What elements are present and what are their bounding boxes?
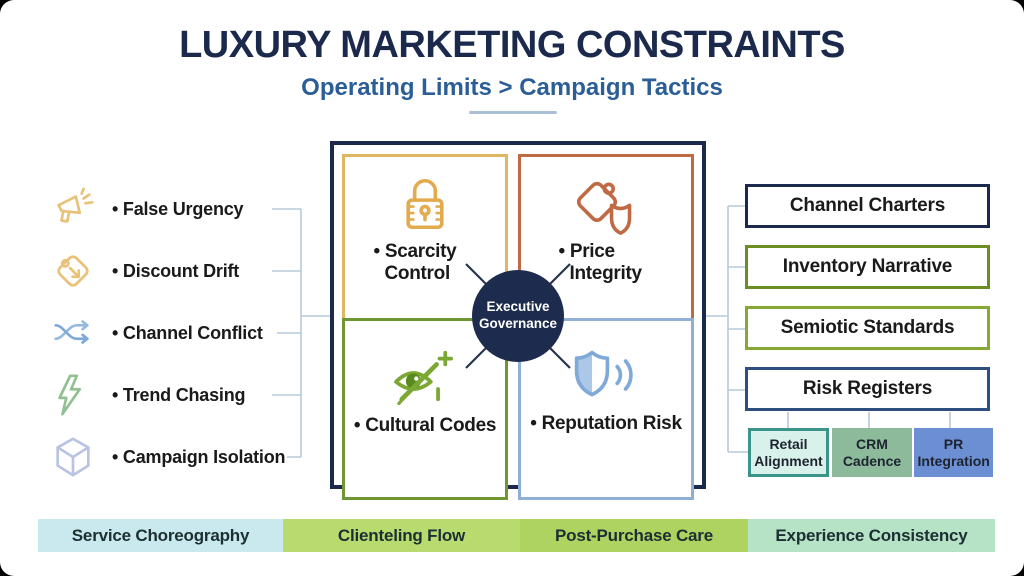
price-tag-icon [50,248,96,294]
sub-box-label: PR Integration [917,436,990,469]
list-item-campaign-isolation: • Campaign Isolation [50,433,286,481]
subtitle-underline [469,111,557,114]
cube-icon [50,434,96,480]
hub-label: Executive Governance [478,299,558,331]
list-item-label: • Campaign Isolation [112,446,286,467]
sub-box-label: CRM Cadence [842,436,902,469]
matrix-cell-label: • Reputation Risk [530,413,682,434]
bottom-segment-label: Post-Purchase Care [555,525,713,545]
list-item-label: • False Urgency [112,198,244,219]
tag-shield-icon [570,173,642,235]
shuffle-icon [50,310,96,356]
sub-box-pr-integration: PR Integration [914,428,993,477]
list-item-channel-conflict: • Channel Conflict [50,309,263,357]
sub-box-label: Retail Alignment [754,436,823,469]
list-item-false-urgency: • False Urgency [50,185,244,233]
right-box-risk-registers: Risk Registers [745,367,990,411]
bottom-segment-service-choreography: Service Choreography [38,519,283,552]
sub-box-retail-alignment: Retail Alignment [748,428,829,477]
bottom-segment-clienteling-flow: Clienteling Flow [283,519,520,552]
matrix-cell-scarcity-control: • Scarcity Control [342,154,508,324]
page-subtitle: Operating Limits > Campaign Tactics [301,74,723,101]
list-item-trend-chasing: • Trend Chasing [50,371,246,419]
right-box-inventory-narrative: Inventory Narrative [745,245,990,289]
right-box-semiotic-standards: Semiotic Standards [745,306,990,350]
governance-matrix: • Scarcity Control • Price Integrity [330,141,706,500]
right-box-label: Semiotic Standards [780,317,955,338]
matrix-cell-reputation-risk: • Reputation Risk [518,318,694,500]
bottom-segment-label: Experience Consistency [775,525,968,545]
megaphone-icon [50,186,96,232]
right-box-label: Channel Charters [789,195,946,216]
eye-pencil-icon [386,347,464,405]
sub-box-crm-cadence: CRM Cadence [832,428,912,477]
right-box-channel-charters: Channel Charters [745,184,990,228]
right-box-label: Risk Registers [802,378,933,399]
list-item-discount-drift: • Discount Drift [50,247,239,295]
lightning-icon [50,372,96,418]
list-item-label: • Discount Drift [112,260,240,281]
padlock-icon [394,173,456,235]
matrix-cell-cultural-codes: • Cultural Codes [342,318,508,500]
bottom-segment-label: Service Choreography [71,525,250,545]
matrix-cell-label: • Cultural Codes [353,415,497,436]
list-item-label: • Trend Chasing [112,384,246,405]
bottom-segment-label: Clienteling Flow [337,525,466,545]
matrix-cell-label: • Scarcity Control [373,241,457,284]
executive-governance-hub: Executive Governance [472,270,564,362]
right-box-label: Inventory Narrative [782,256,953,277]
page-title: LUXURY MARKETING CONSTRAINTS [179,24,845,66]
bottom-segment-experience-consistency: Experience Consistency [748,519,995,552]
matrix-cell-label: • Price Integrity [558,241,643,284]
shield-waves-icon [568,347,644,403]
list-item-label: • Channel Conflict [112,322,263,343]
bottom-segment-post-purchase-care: Post-Purchase Care [520,519,748,552]
